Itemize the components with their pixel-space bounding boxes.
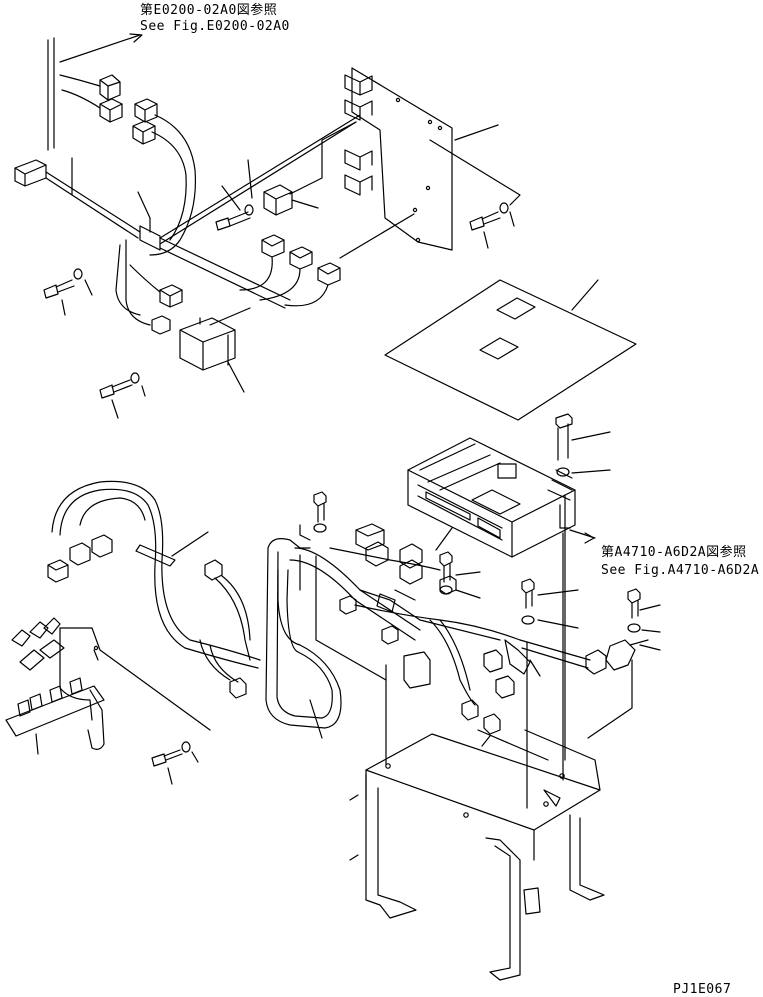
lower-bolts [152,492,660,784]
long-bolt [556,414,610,476]
cover-plate [385,280,636,420]
ref-right-en: See Fig.A4710-A6D2A [601,563,760,578]
ref-right-ja: 第A4710-A6D2A図参照 [601,545,747,560]
loop-harness [266,524,648,746]
drawing-code: PJ1E067 [673,982,732,997]
relay-bracket [6,618,210,754]
ref-top-en: See Fig.E0200-02A0 [140,19,290,34]
ref-top-ja: 第E0200-02A0図参照 [140,3,278,18]
mounting-stand [316,533,632,980]
controller-unit [408,438,575,760]
lower-left-harness [48,481,260,698]
upper-harness-assembly [15,34,520,418]
